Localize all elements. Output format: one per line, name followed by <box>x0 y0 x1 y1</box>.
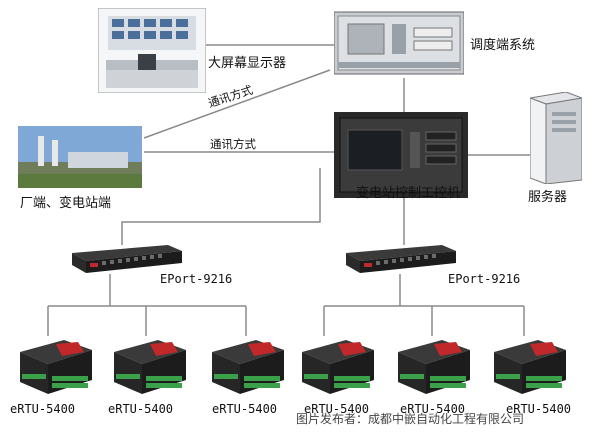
label-ertu-6: eRTU-5400 <box>506 402 572 416</box>
eport-switch-right <box>346 245 456 273</box>
label-comm-method-lower: 通讯方式 <box>210 137 256 151</box>
label-server: 服务器 <box>528 190 568 205</box>
substation-industrial-pc <box>334 112 468 198</box>
label-dispatch-system: 调度端系统 <box>470 38 536 53</box>
eport-switch-left <box>72 245 182 273</box>
ertu-device-5 <box>398 340 470 394</box>
label-ertu-4: eRTU-5400 <box>304 402 370 416</box>
server-tower <box>530 92 582 184</box>
label-ertu-2: eRTU-5400 <box>108 402 174 416</box>
ertu-device-3 <box>212 340 284 394</box>
plant-substation-photo <box>18 126 142 188</box>
label-eport-left: EPort-9216 <box>160 272 233 286</box>
label-plant-station: 厂端、变电站端 <box>20 196 112 211</box>
ertu-device-4 <box>302 340 374 394</box>
label-eport-right: EPort-9216 <box>448 272 521 286</box>
ertu-device-1 <box>20 340 92 394</box>
watermark: 图片发布者：成都中嵌自动化工程有限公司 <box>296 412 525 426</box>
label-substation-ipc: 变电站控制工控机 <box>356 186 461 201</box>
dispatch-workstation <box>334 11 464 75</box>
label-ertu-3: eRTU-5400 <box>212 402 278 416</box>
ertu-device-6 <box>494 340 566 394</box>
label-ertu-1: eRTU-5400 <box>10 402 76 416</box>
big-screen-photo <box>98 8 206 93</box>
ertu-device-2 <box>114 340 186 394</box>
label-big-screen: 大屏幕显示器 <box>208 56 287 71</box>
label-ertu-5: eRTU-5400 <box>400 402 466 416</box>
